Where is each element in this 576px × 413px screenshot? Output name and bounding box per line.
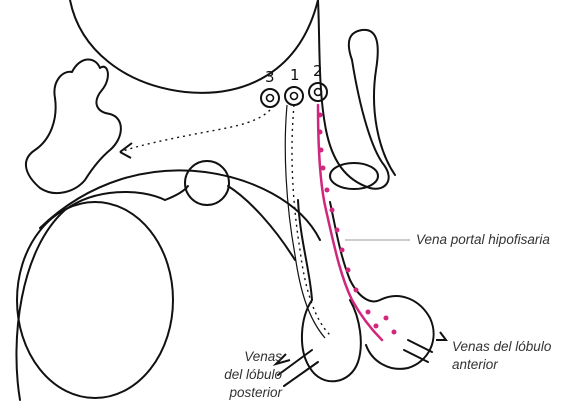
label-posterior-veins-line3: posterior: [210, 384, 282, 401]
gyrus-shape: [26, 59, 121, 193]
posterior-lobe: [302, 300, 361, 381]
anterior-vein-tube: [404, 340, 432, 362]
nucleus-3: 3: [261, 68, 279, 107]
label-3: 3: [265, 68, 275, 86]
anterior-lobe: [350, 280, 434, 369]
tract-3: [120, 110, 270, 152]
large-oval: [17, 202, 173, 398]
anterior-arrow: [436, 332, 446, 340]
label-posterior-veins-line1: Venas: [222, 348, 282, 365]
outer-arc: [40, 170, 320, 240]
label-posterior-veins-line2: del lóbulo: [210, 366, 282, 383]
stalk-oval: [330, 163, 378, 189]
label-1: 1: [290, 66, 300, 84]
ventricle-wall-right: [349, 30, 395, 175]
label-portal-vein: Vena portal hipofisaria: [416, 231, 550, 248]
label-2: 2: [313, 62, 323, 80]
ventricle-wall: [318, 0, 389, 189]
nucleus-1: 1: [285, 66, 303, 105]
optic-circle: [185, 161, 229, 205]
label-anterior-veins-line2: anterior: [452, 356, 498, 373]
connector-2: [228, 186, 295, 260]
label-anterior-veins-line1: Venas del lóbulo: [452, 338, 551, 355]
nucleus-2: 2: [309, 62, 327, 101]
connector: [165, 186, 188, 200]
